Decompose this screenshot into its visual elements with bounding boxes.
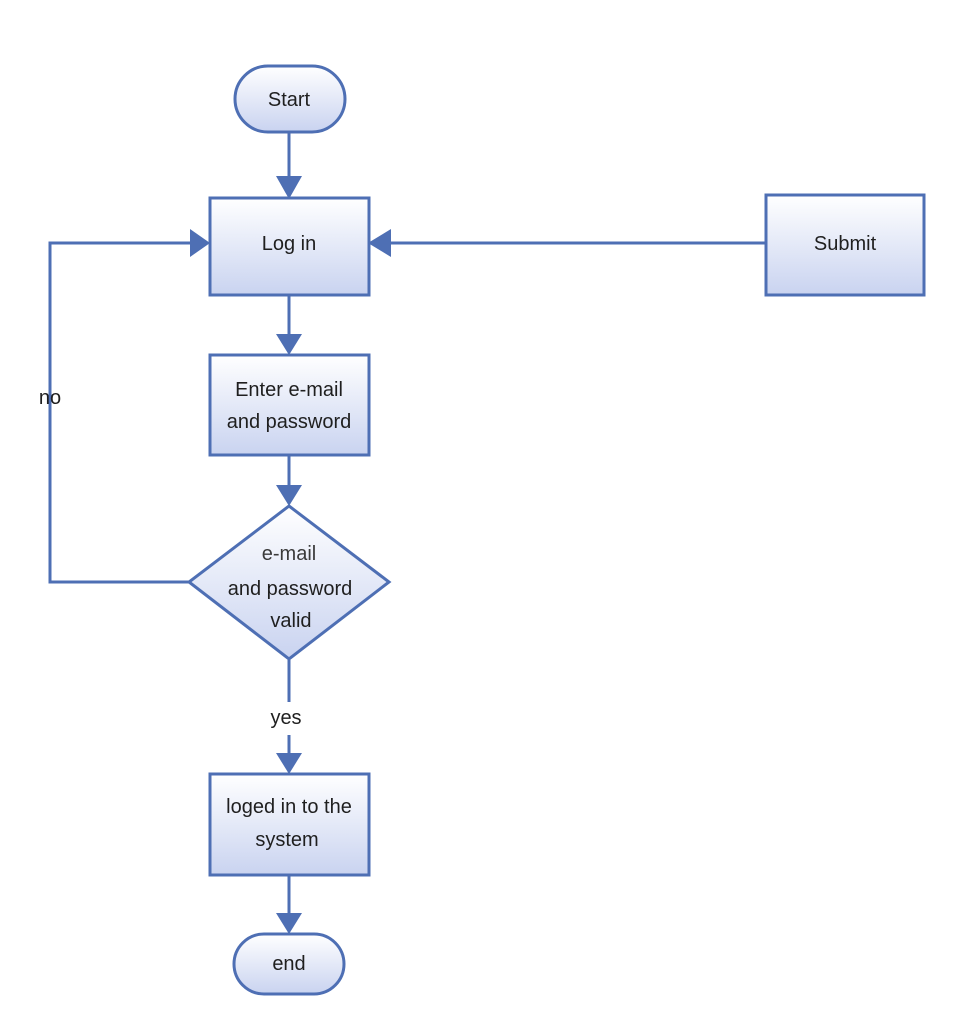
enter-box <box>208 353 371 457</box>
edge-valid-no-to-login <box>48 241 192 584</box>
arrowhead-into-valid <box>276 485 302 506</box>
arrowhead-into-login-top <box>276 176 302 199</box>
node-logged: loged in to the system <box>208 772 371 877</box>
edge-label-yes: yes <box>270 707 301 729</box>
connectors <box>48 133 766 915</box>
arrowhead-into-enter <box>276 334 302 355</box>
arrowhead-into-login-left <box>190 229 210 257</box>
valid-label-line-2: and password <box>228 578 353 600</box>
submit-label: Submit <box>814 233 877 255</box>
arrowhead-into-logged <box>276 753 302 774</box>
node-end: end <box>232 932 346 996</box>
start-label: Start <box>268 89 311 111</box>
logged-label-line-1: loged in to the <box>226 796 352 818</box>
login-box <box>208 196 371 297</box>
arrowhead-into-login-right <box>368 229 391 257</box>
valid-label-line-3: valid <box>270 610 311 632</box>
start-terminator-shape <box>233 64 347 134</box>
login-label: Log in <box>262 233 317 255</box>
valid-decision-diamond <box>186 504 392 661</box>
valid-label-line-1: e-mail <box>262 543 316 565</box>
node-login: Log in <box>208 196 371 297</box>
enter-label-line-2: and password <box>227 411 352 433</box>
submit-box <box>764 193 926 297</box>
arrowheads <box>190 176 391 934</box>
enter-label-line-1: Enter e-mail <box>235 379 343 401</box>
node-submit: Submit <box>764 193 926 297</box>
end-terminator-shape <box>232 932 346 996</box>
end-label: end <box>272 953 305 975</box>
logged-box <box>208 772 371 877</box>
arrowhead-into-end <box>276 913 302 934</box>
logged-label-line-2: system <box>255 829 318 851</box>
node-start: Start <box>233 64 347 134</box>
node-valid: e-mail and password valid <box>186 504 392 661</box>
edge-label-no: no <box>39 387 61 409</box>
node-enter: Enter e-mail and password <box>208 353 371 457</box>
